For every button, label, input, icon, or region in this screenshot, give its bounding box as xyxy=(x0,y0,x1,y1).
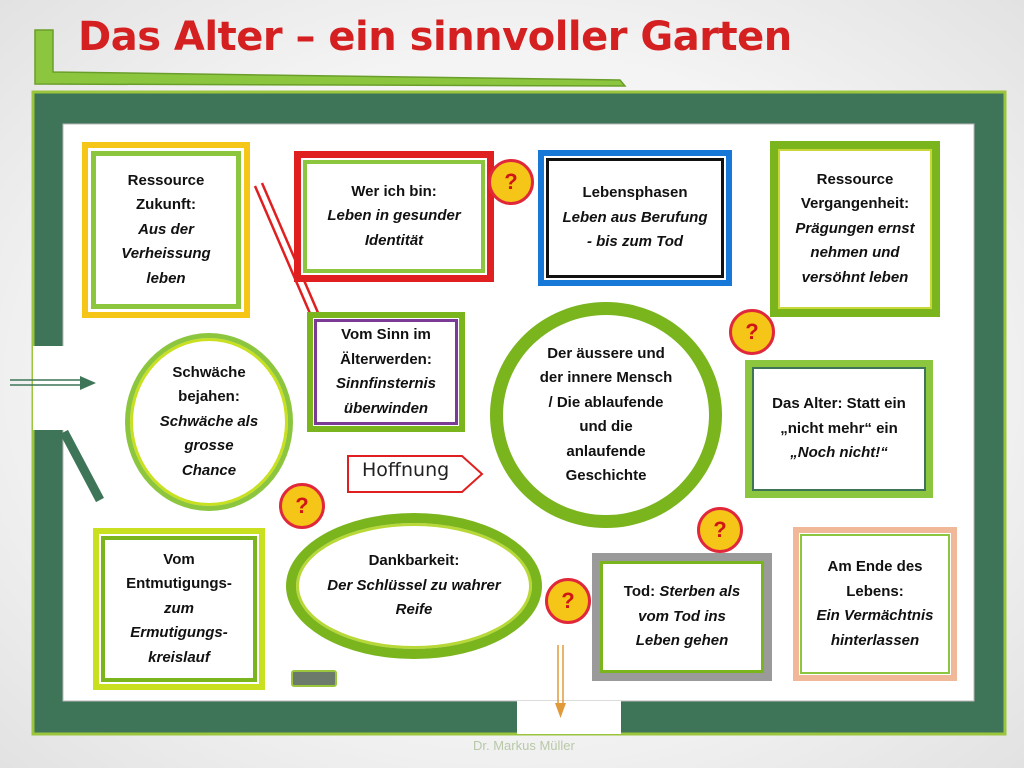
box-ende-heading: Am Ende des Lebens: xyxy=(827,558,923,600)
box-alter-text: „Noch nicht!“ xyxy=(790,444,888,462)
oval-dankbarkeit-text: Der Schlüssel zu wahrer Reife xyxy=(327,576,501,619)
bench xyxy=(291,670,337,687)
oval-mensch-text: Der äussere und der innere Mensch / Die … xyxy=(539,344,673,485)
footer-author: Dr. Markus Müller xyxy=(473,738,575,753)
box-wer-text: Leben in gesunder Identität xyxy=(327,207,461,249)
oval-dankbarkeit: Dankbarkeit: Der Schlüssel zu wahrer Rei… xyxy=(286,513,542,659)
box-ende-text: Ein Vermächtnis hinterlassen xyxy=(816,607,934,649)
box-tod-content: Tod: Sterben als vom Tod ins Leben gehen xyxy=(614,580,750,654)
oval-schwaeche-heading: Schwäche bejahen: xyxy=(172,363,246,406)
entrance-arrow xyxy=(10,376,96,390)
page-title: Das Alter – ein sinnvoller Garten xyxy=(78,14,792,60)
question-badge: ? xyxy=(279,483,325,529)
box-sinn-heading: Vom Sinn im Älterwerden: xyxy=(340,326,432,368)
exit-arrow xyxy=(555,645,566,718)
box-zukunft-heading: Ressource Zukunft: xyxy=(127,171,205,214)
box-tod-text: Sterben als vom Tod ins Leben gehen xyxy=(635,583,741,650)
box-tod: Tod: Sterben als vom Tod ins Leben gehen xyxy=(592,553,772,681)
box-sinn-im-aelterwerden: Vom Sinn im Älterwerden: Sinnfinsternis … xyxy=(307,312,465,432)
box-das-alter: Das Alter: Statt ein „nicht mehr“ ein „N… xyxy=(745,360,933,498)
gate-door xyxy=(60,429,104,503)
oval-mensch: Der äussere und der innere Mensch / Die … xyxy=(490,302,722,528)
box-am-ende-des-lebens: Am Ende des Lebens: Ein Vermächtnis hint… xyxy=(793,527,957,681)
box-entmutigung-text: zum Ermutigungs- kreislauf xyxy=(130,599,228,666)
box-entmutigung-heading: Vom Entmutigungs- xyxy=(126,550,232,593)
exit-gap xyxy=(517,701,621,734)
box-wer-heading: Wer ich bin: xyxy=(351,182,437,200)
box-vergangenheit-text: Prägungen ernst nehmen und versöhnt lebe… xyxy=(795,219,915,286)
box-tod-heading: Tod: xyxy=(623,583,660,601)
hoffnung-label: Hoffnung xyxy=(362,459,450,481)
box-entmutigung: Vom Entmutigungs- zum Ermutigungs- kreis… xyxy=(93,528,265,690)
question-badge: ? xyxy=(729,309,775,355)
box-wer-ich-bin: Wer ich bin: Leben in gesunder Identität xyxy=(294,151,494,282)
box-alter-heading: Das Alter: Statt ein „nicht mehr“ ein xyxy=(772,395,906,437)
title-underline-bracket xyxy=(34,29,627,87)
box-vergangenheit-heading: Ressource Vergangenheit: xyxy=(800,170,910,213)
box-ressource-vergangenheit: Ressource Vergangenheit: Prägungen ernst… xyxy=(770,141,940,317)
question-badge: ? xyxy=(545,578,591,624)
oval-schwaeche-text: Schwäche als grosse Chance xyxy=(159,412,259,479)
oval-schwaeche: Schwäche bejahen: Schwäche als grosse Ch… xyxy=(125,333,293,511)
box-lebensphasen-text: Leben aus Berufung - bis zum Tod xyxy=(562,208,708,251)
question-badge: ? xyxy=(488,159,534,205)
box-lebensphasen: Lebensphasen Leben aus Berufung - bis zu… xyxy=(538,150,732,286)
question-badge: ? xyxy=(697,507,743,553)
box-zukunft-text: Aus der Verheissung leben xyxy=(121,220,211,287)
oval-dankbarkeit-heading: Dankbarkeit: xyxy=(368,552,460,570)
box-lebensphasen-heading: Lebensphasen xyxy=(582,184,688,202)
hoffnung-arrow xyxy=(347,455,484,493)
box-ressource-zukunft: Ressource Zukunft: Aus der Verheissung l… xyxy=(82,142,250,318)
entrance-gap xyxy=(33,346,65,430)
box-sinn-text: Sinnfinsternis überwinden xyxy=(335,375,436,417)
